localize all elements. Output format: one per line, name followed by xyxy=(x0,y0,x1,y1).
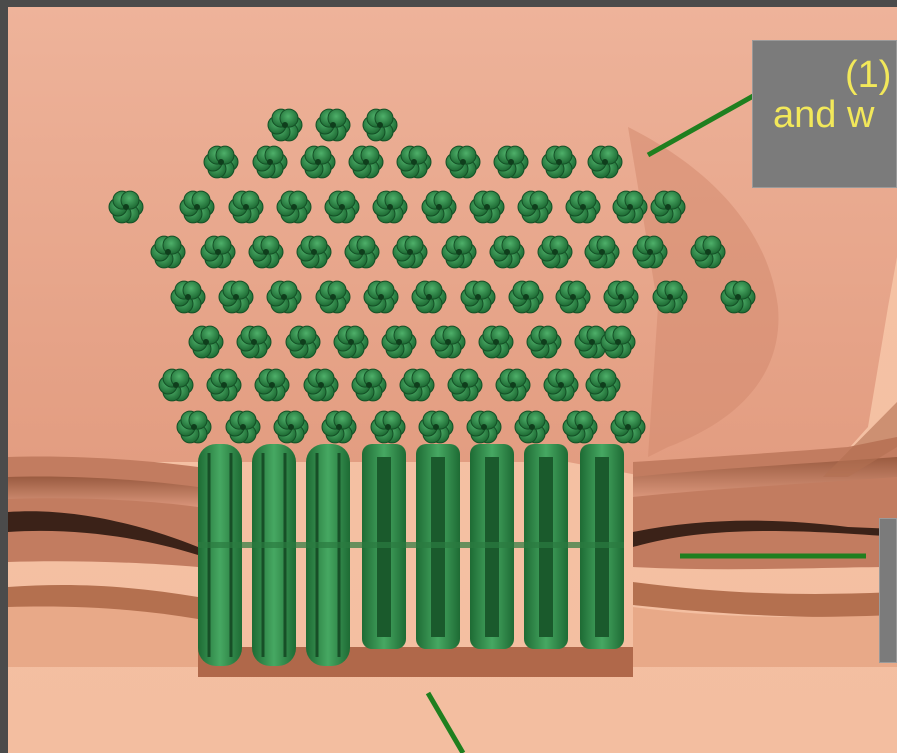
connexon-head xyxy=(422,191,456,223)
connexon-head xyxy=(563,411,597,443)
connexon-head xyxy=(226,411,260,443)
connexon-head xyxy=(316,109,350,141)
connexon-head xyxy=(604,281,638,313)
connexon-head xyxy=(431,326,465,358)
connexon-head xyxy=(322,411,356,443)
connexon-head xyxy=(268,109,302,141)
connexon-head xyxy=(518,191,552,223)
connexon-head xyxy=(691,236,725,268)
connexon-head xyxy=(267,281,301,313)
connexon-head xyxy=(527,326,561,358)
connexon-head xyxy=(316,281,350,313)
callout-top-right-line2: and w xyxy=(773,95,896,135)
connexon-head xyxy=(373,191,407,223)
connexon-head xyxy=(446,146,480,178)
connexon-head xyxy=(201,236,235,268)
connexon-head xyxy=(334,326,368,358)
connexon-head xyxy=(400,369,434,401)
connexon-head xyxy=(585,236,619,268)
connexon-channel xyxy=(306,444,350,666)
connexon-head xyxy=(325,191,359,223)
connexon-head xyxy=(470,191,504,223)
connexon-head xyxy=(494,146,528,178)
connexon-head xyxy=(189,326,223,358)
connexon-head xyxy=(159,369,193,401)
connexon-head xyxy=(286,326,320,358)
connexon-head xyxy=(249,236,283,268)
connexon-head xyxy=(538,236,572,268)
connexon-head xyxy=(171,281,205,313)
connexon-head xyxy=(448,369,482,401)
connexon-head xyxy=(601,326,635,358)
connexon-head xyxy=(419,411,453,443)
connexon-head xyxy=(363,109,397,141)
connexon-head xyxy=(397,146,431,178)
connexon-head xyxy=(588,146,622,178)
connexon-head xyxy=(345,236,379,268)
connexon-head xyxy=(371,411,405,443)
connexon-head xyxy=(229,191,263,223)
connexon-head xyxy=(177,411,211,443)
connexon-head xyxy=(509,281,543,313)
connexon-head xyxy=(277,191,311,223)
connexon-head xyxy=(566,191,600,223)
connexon-head xyxy=(352,369,386,401)
connexon-head xyxy=(633,236,667,268)
callout-top-right-line1: (1) xyxy=(773,55,896,95)
callout-middle-right xyxy=(879,518,897,663)
connexon-head xyxy=(274,411,308,443)
connexon-head xyxy=(301,146,335,178)
callout-top-right: (1) and w xyxy=(752,40,897,188)
connexon-head xyxy=(461,281,495,313)
connexon-head xyxy=(496,369,530,401)
connexon-head xyxy=(349,146,383,178)
connexon-channel xyxy=(252,444,296,666)
connexon-head xyxy=(151,236,185,268)
connexon-head xyxy=(556,281,590,313)
connexon-head xyxy=(544,369,578,401)
connexon-head xyxy=(653,281,687,313)
connexon-head xyxy=(109,191,143,223)
connexon-head xyxy=(382,326,416,358)
connexon-head xyxy=(586,369,620,401)
connexon-head xyxy=(542,146,576,178)
connexon-head xyxy=(297,236,331,268)
connexon-head xyxy=(219,281,253,313)
connexon-head xyxy=(467,411,501,443)
connexon-head xyxy=(393,236,427,268)
connexon-head xyxy=(442,236,476,268)
connexon-head xyxy=(180,191,214,223)
connexon-head xyxy=(721,281,755,313)
connexon-head xyxy=(204,146,238,178)
connexon-head xyxy=(412,281,446,313)
connexon-head xyxy=(613,191,647,223)
connexon-head xyxy=(207,369,241,401)
connexon-head xyxy=(364,281,398,313)
connexon-head xyxy=(304,369,338,401)
connexon-channel xyxy=(198,444,242,666)
connexon-head xyxy=(515,411,549,443)
connexon-head xyxy=(490,236,524,268)
connexon-head xyxy=(253,146,287,178)
connexon-head xyxy=(237,326,271,358)
connexon-head xyxy=(479,326,513,358)
connexon-head xyxy=(611,411,645,443)
connexon-head xyxy=(255,369,289,401)
connexon-head xyxy=(651,191,685,223)
